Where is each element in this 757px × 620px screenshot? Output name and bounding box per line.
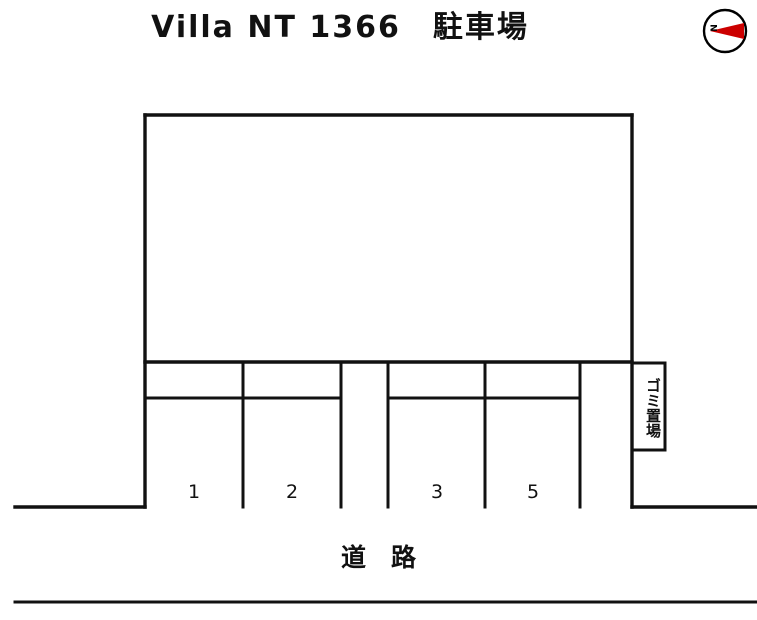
road-label: 道 路: [340, 543, 416, 572]
page-title-text: Villa NT 1366 駐車場: [151, 10, 529, 45]
stall-dividers: [241, 360, 582, 509]
compass-north-icon: N: [700, 6, 750, 56]
stall-number-1: 1: [187, 481, 201, 503]
stall-number-2: 2: [285, 481, 299, 503]
page-title: Villa NT 1366 駐車場: [0, 8, 680, 48]
trash-area-label: ゴミ置場: [644, 378, 662, 438]
building-outline: [143, 113, 634, 509]
stall-number-5: 5: [526, 481, 540, 503]
trash-area-box: [630, 361, 667, 452]
svg-text:N: N: [710, 24, 720, 32]
stall-number-3: 3: [430, 481, 444, 503]
